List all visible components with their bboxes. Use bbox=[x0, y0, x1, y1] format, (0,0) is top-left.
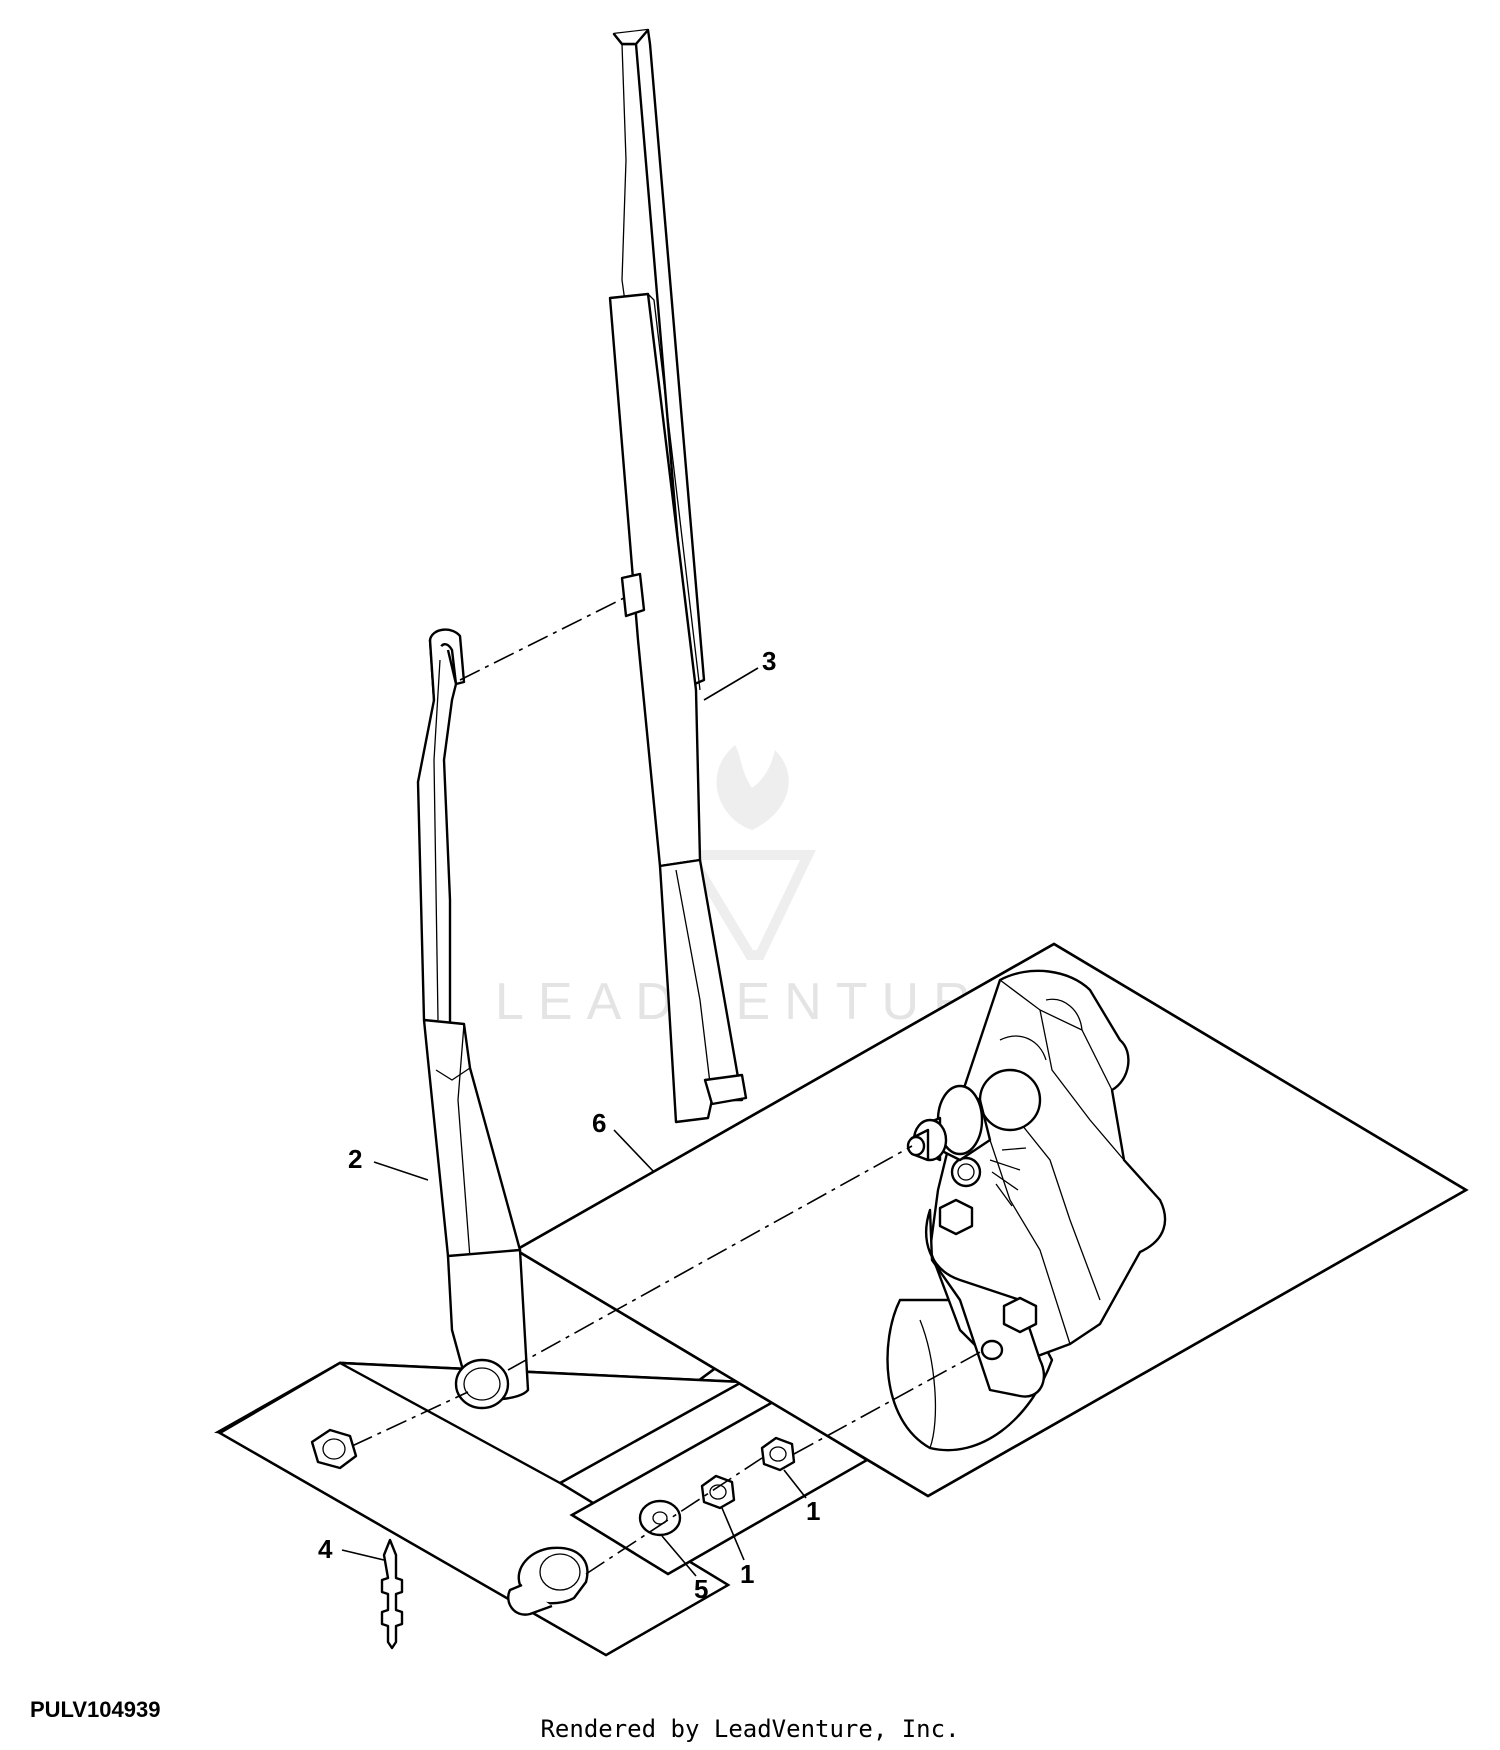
nut-1b bbox=[760, 1436, 796, 1472]
leader-2 bbox=[373, 1161, 429, 1181]
washer bbox=[638, 1499, 682, 1537]
leader-5 bbox=[661, 1535, 697, 1577]
arm-nut bbox=[310, 1428, 358, 1470]
leader-4 bbox=[341, 1549, 385, 1561]
washer-nozzle bbox=[380, 1538, 404, 1650]
leader-6 bbox=[613, 1129, 655, 1173]
callout-1a: 1 bbox=[740, 1559, 754, 1589]
callout-2: 2 bbox=[348, 1144, 362, 1174]
render-credit: Rendered by LeadVenture, Inc. bbox=[540, 1715, 960, 1743]
centerline-nuts bbox=[585, 1457, 763, 1575]
washer-nozzle-grommet bbox=[507, 1546, 589, 1616]
wiper-arm bbox=[416, 628, 530, 1410]
leader-1a bbox=[721, 1507, 745, 1561]
watermark-logo bbox=[681, 745, 816, 960]
figure-id: PULV104939 bbox=[30, 1697, 161, 1722]
leader-1b bbox=[783, 1469, 807, 1499]
callout-6: 6 bbox=[592, 1108, 606, 1138]
centerline-arm-nut bbox=[351, 1391, 469, 1447]
nut-1a bbox=[700, 1474, 736, 1510]
wiper-motor bbox=[886, 969, 1167, 1452]
callout-1b: 1 bbox=[806, 1496, 820, 1526]
callout-5: 5 bbox=[694, 1574, 708, 1604]
centerline-spindle bbox=[507, 1145, 913, 1371]
callout-3: 3 bbox=[762, 646, 776, 676]
centerline-clip bbox=[459, 595, 629, 681]
centerline-bracket bbox=[793, 1349, 985, 1455]
wiper-blade bbox=[608, 28, 748, 1124]
leader-3 bbox=[703, 667, 759, 701]
callout-4: 4 bbox=[318, 1534, 333, 1564]
